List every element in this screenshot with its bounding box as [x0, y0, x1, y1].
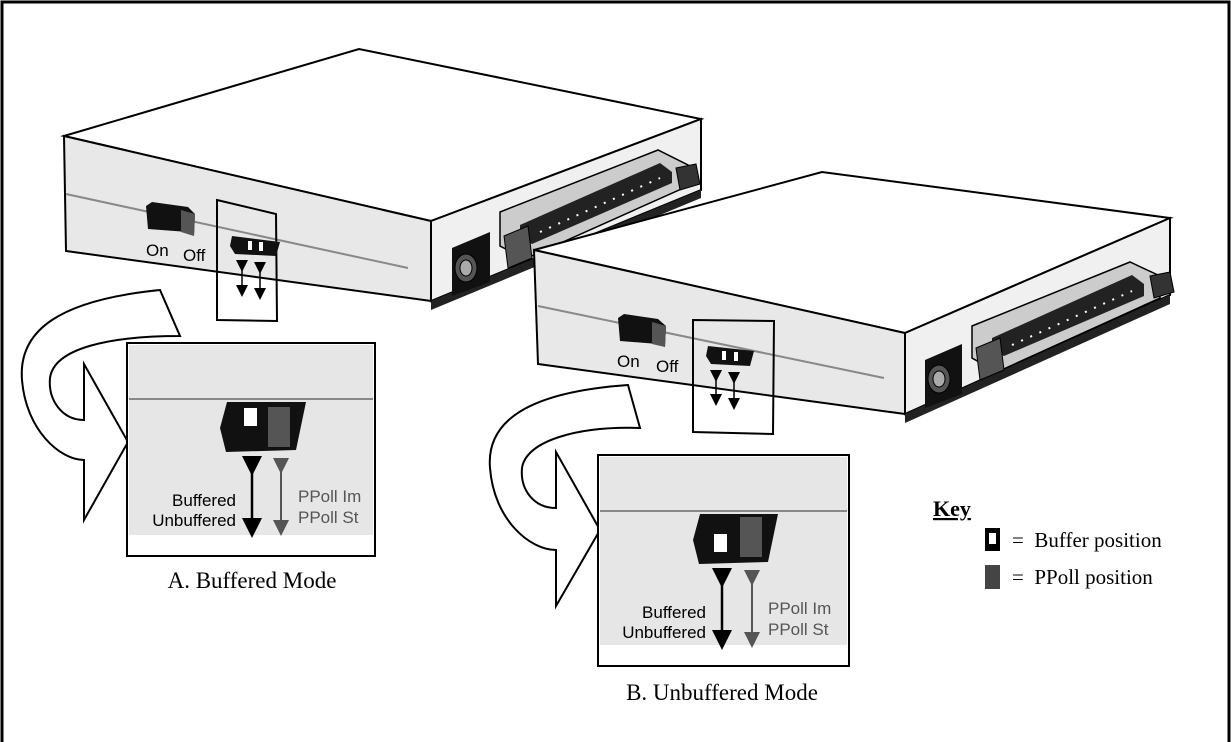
panel-b: Buffered Unbuffered PPoll Im PPoll St: [597, 454, 850, 667]
right-power-switch[interactable]: [618, 314, 666, 347]
panel-a-ppoll-st-label: PPoll St: [298, 508, 359, 527]
panel-b-buffered-label: Buffered: [642, 603, 706, 622]
key-legend: Key = Buffer position = PPoll position: [933, 496, 1162, 589]
panel-b-switch-unbuffered[interactable]: [693, 514, 778, 564]
key-ppoll-position-label: = PPoll position: [1012, 565, 1153, 589]
left-switch-on-label: On: [146, 241, 169, 260]
right-device: On Off: [532, 170, 1175, 436]
left-db25-connector-icon: [499, 149, 701, 269]
panel-b-ppoll-st-label: PPoll St: [768, 620, 829, 639]
panel-b-caption: B. Unbuffered Mode: [626, 680, 818, 705]
panel-a-switch-buffered[interactable]: [220, 402, 306, 452]
left-device: On Off: [60, 47, 705, 323]
panel-a-ppoll-im-label: PPoll Im: [298, 487, 361, 506]
ppoll-switch-icon: [985, 565, 1000, 589]
right-bnc-connector-icon: [925, 344, 962, 408]
key-title: Key: [933, 496, 971, 521]
panel-a-caption: A. Buffered Mode: [168, 568, 337, 593]
right-switch-off-label: Off: [656, 357, 679, 376]
right-device-line: [537, 305, 885, 379]
left-dip-switch[interactable]: [230, 236, 280, 256]
panel-a-buffered-label: Buffered: [172, 491, 236, 510]
left-selector-frame: [216, 198, 279, 323]
panel-a: Buffered Unbuffered PPoll Im PPoll St: [126, 342, 376, 557]
left-switch-off-label: Off: [183, 246, 206, 265]
left-power-switch[interactable]: [146, 202, 195, 236]
curved-arrow-a-icon: [20, 288, 182, 524]
left-device-line: [65, 193, 409, 269]
right-dip-switch[interactable]: [706, 346, 754, 366]
right-switch-on-label: On: [617, 352, 640, 371]
right-db25-connector-icon: [971, 261, 1175, 381]
right-device-base: [905, 295, 1170, 423]
left-bnc-connector-icon: [452, 232, 490, 296]
panel-b-unbuffered-label: Unbuffered: [622, 623, 706, 642]
key-buffer-position-label: = Buffer position: [1012, 528, 1162, 552]
curved-arrow-b-icon: [488, 383, 642, 610]
buffer-switch-icon: [985, 528, 1000, 551]
panel-a-unbuffered-label: Unbuffered: [152, 511, 236, 530]
panel-b-ppoll-im-label: PPoll Im: [768, 599, 831, 618]
right-selector-frame: [692, 318, 776, 436]
